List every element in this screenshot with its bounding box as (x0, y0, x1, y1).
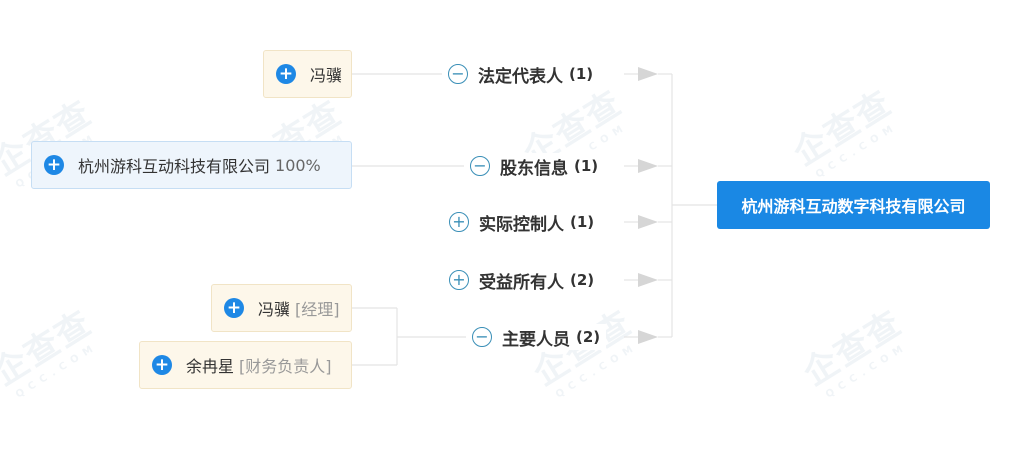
person-name: 余冉星 (186, 357, 235, 376)
legal-rep-node[interactable]: + 冯骥 (263, 50, 352, 98)
category-beneficial-owners[interactable]: + 受益所有人 (2) (443, 267, 601, 293)
category-count: (2) (570, 271, 595, 289)
person-name: 冯骥 (258, 300, 291, 319)
category-shareholders[interactable]: − 股东信息 (1) (464, 153, 605, 179)
shareholder-name: 杭州游科互动科技有限公司 (78, 157, 271, 176)
key-person-node[interactable]: + 冯骥 [经理] (211, 284, 352, 332)
collapse-minus-icon[interactable]: − (470, 156, 490, 176)
expand-plus-icon[interactable]: + (276, 64, 296, 84)
collapse-minus-icon[interactable]: − (472, 327, 492, 347)
category-legal-representative[interactable]: − 法定代表人 (1) (442, 61, 600, 87)
person-name: 冯骥 (310, 66, 343, 85)
category-label: 主要人员 (502, 329, 570, 350)
collapse-minus-icon[interactable]: − (448, 64, 468, 84)
root-company-node[interactable]: 杭州游科互动数字科技有限公司 (717, 181, 990, 229)
arrow-icon (638, 273, 658, 287)
category-actual-controller[interactable]: + 实际控制人 (1) (443, 209, 601, 235)
category-label: 实际控制人 (479, 214, 564, 235)
person-role: [经理] (295, 300, 340, 319)
arrow-icon (638, 159, 658, 173)
shareholder-node[interactable]: + 杭州游科互动科技有限公司 100% (31, 141, 352, 189)
expand-plus-icon[interactable]: + (152, 355, 172, 375)
person-role: [财务负责人] (239, 357, 332, 376)
category-count: (1) (569, 65, 594, 83)
expand-plus-icon[interactable]: + (449, 270, 469, 290)
category-count: (1) (570, 213, 595, 231)
category-count: (2) (576, 328, 601, 346)
key-person-node[interactable]: + 余冉星 [财务负责人] (139, 341, 352, 389)
arrow-icon (638, 215, 658, 229)
expand-plus-icon[interactable]: + (224, 298, 244, 318)
expand-plus-icon[interactable]: + (449, 212, 469, 232)
share-percent: 100% (275, 155, 321, 175)
category-count: (1) (574, 157, 599, 175)
arrow-icon (638, 67, 658, 81)
category-label: 受益所有人 (479, 272, 564, 293)
expand-plus-icon[interactable]: + (44, 155, 64, 175)
category-label: 法定代表人 (478, 66, 563, 87)
category-key-personnel[interactable]: − 主要人员 (2) (466, 324, 607, 350)
arrow-icon (638, 330, 658, 344)
category-label: 股东信息 (500, 158, 568, 179)
